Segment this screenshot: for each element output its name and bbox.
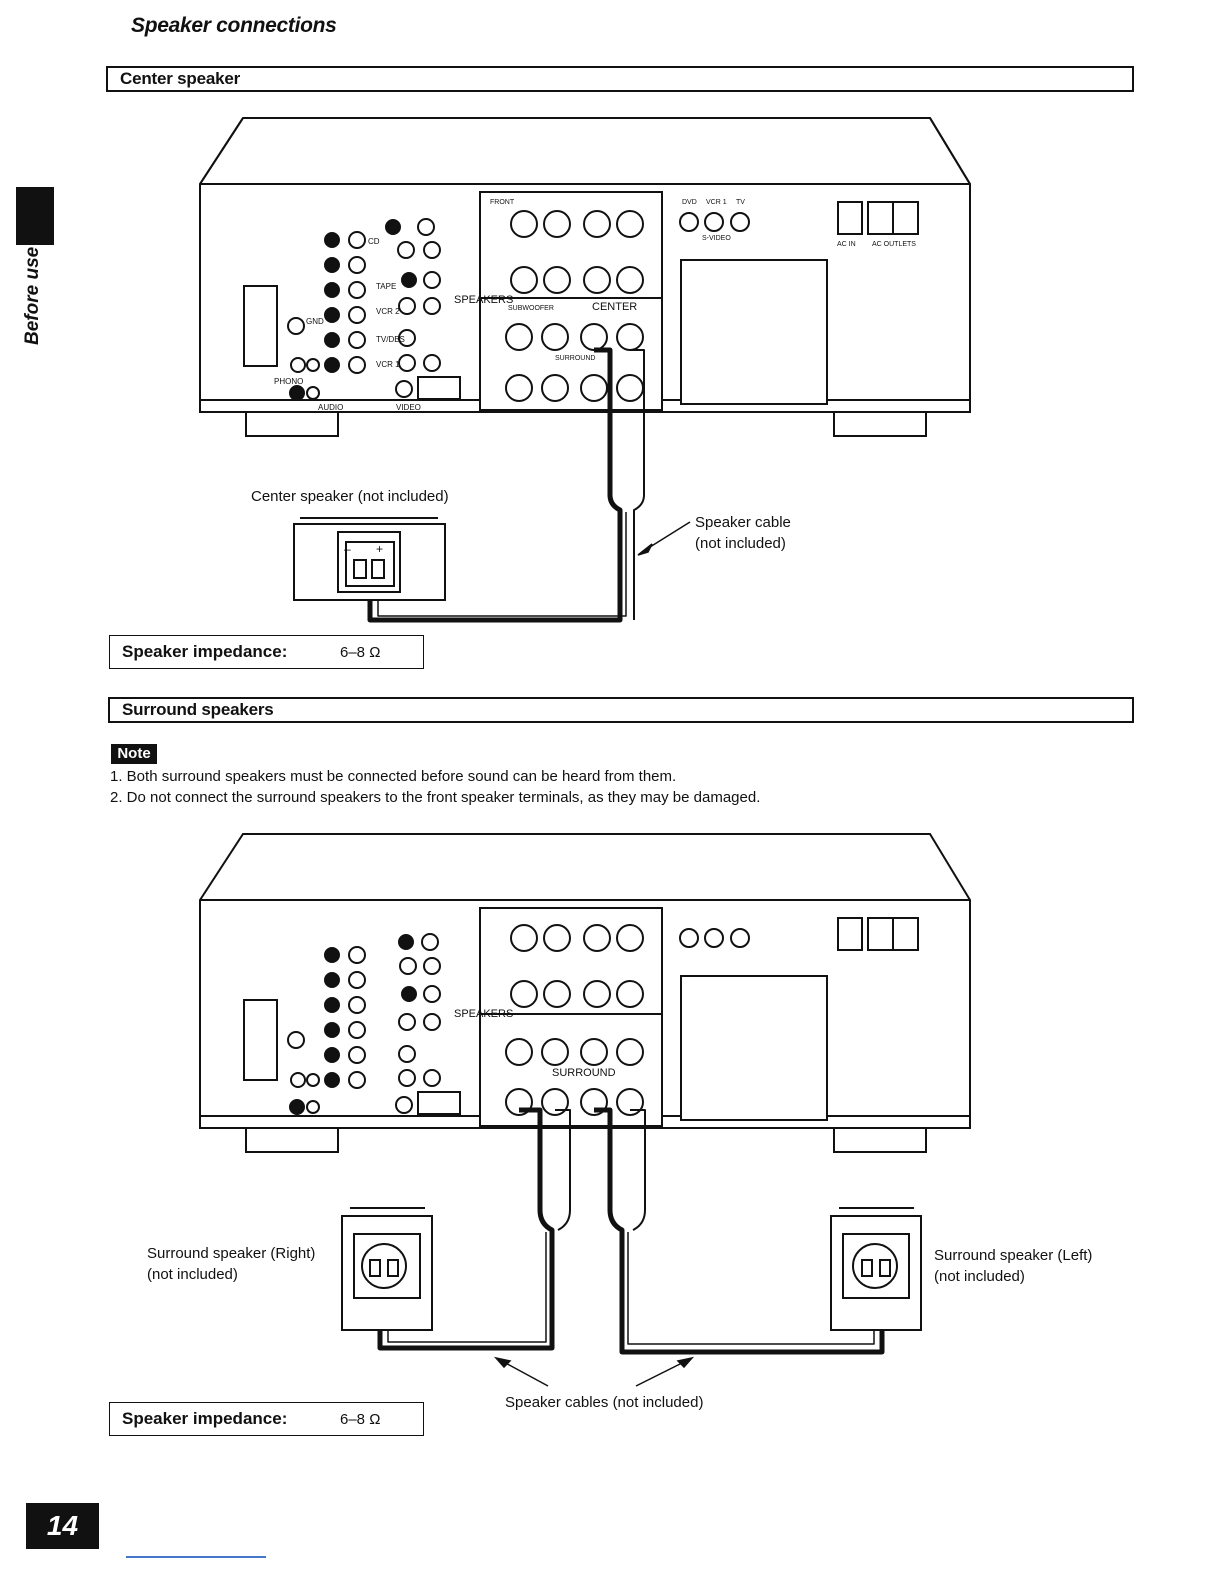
- caption-line: (not included): [934, 1268, 1025, 1285]
- label-tape: TAPE: [376, 282, 396, 291]
- svideo-jacks: [679, 928, 750, 948]
- footer-line: [126, 1556, 266, 1558]
- label-ac-in: AC IN: [837, 241, 856, 248]
- ventilation-panel: [680, 975, 828, 1121]
- surround-speaker-diagram: SPEAKERS SURROUND: [199, 833, 971, 1387]
- section-header-center: Center speaker: [106, 66, 1134, 92]
- antenna-terminal: [243, 285, 278, 367]
- page-heading: Speaker connections: [131, 14, 337, 37]
- impedance-label: Speaker impedance:: [122, 642, 288, 661]
- note-badge: Note: [111, 744, 157, 764]
- side-tab-marker: [16, 187, 54, 245]
- note-item: 1. Both surround speakers must be connec…: [110, 768, 677, 785]
- label-vcr2: VCR 2: [376, 307, 400, 316]
- surround-speaker-right: [341, 1207, 433, 1331]
- section-header-surround: Surround speakers: [108, 697, 1134, 723]
- impedance-value: 6–8 Ω: [340, 643, 381, 661]
- center-speaker-diagram: CD TAPE VCR 2 TV/DBS VCR 1 PHONO GND AUD…: [199, 117, 971, 623]
- label-gnd: GND: [306, 317, 324, 326]
- label-svideo: S-VIDEO: [702, 235, 731, 242]
- speaker-terminal-block: [479, 191, 663, 411]
- cable-pointer-arrow: [637, 521, 691, 556]
- label-vcr1-jack: VCR 1: [376, 360, 400, 369]
- label-front: FRONT: [490, 199, 515, 206]
- label-cd: CD: [368, 237, 380, 246]
- surround-right-caption: Surround speaker (Right) (not included): [147, 1243, 315, 1285]
- ac-outlets: [837, 201, 919, 235]
- impedance-value: 6–8 Ω: [340, 1410, 381, 1428]
- terminal-plus-label: +: [376, 542, 383, 556]
- note-item: 2. Do not connect the surround speakers …: [110, 789, 761, 806]
- rca-jack-group: [287, 218, 461, 401]
- label-ac-outlets: AC OUTLETS: [872, 241, 916, 248]
- speaker-cables-caption: Speaker cables (not included): [505, 1394, 704, 1411]
- surround-speaker-left: [830, 1207, 922, 1331]
- speaker-cable-caption: Speaker cable (not included): [695, 512, 791, 554]
- center-speaker: [293, 517, 446, 601]
- ac-outlets: [837, 917, 919, 951]
- center-speaker-caption: Center speaker (not included): [251, 488, 449, 505]
- antenna-terminal: [243, 999, 278, 1081]
- label-phono: PHONO: [274, 377, 303, 386]
- terminal-minus-label: –: [344, 542, 351, 556]
- label-subwoofer: SUBWOOFER: [508, 305, 554, 312]
- caption-line: Surround speaker (Left): [934, 1247, 1093, 1264]
- ventilation-panel: [680, 259, 828, 405]
- svideo-jacks: [679, 212, 750, 232]
- surround-left-caption: Surround speaker (Left) (not included): [934, 1245, 1092, 1287]
- page-number: 14: [26, 1503, 99, 1549]
- caption-line: Speaker cable: [695, 514, 791, 531]
- speaker-terminal-block: [479, 907, 663, 1127]
- caption-line: (not included): [695, 535, 786, 552]
- rca-jack-group: [287, 933, 461, 1115]
- label-speakers: SPEAKERS: [454, 294, 513, 306]
- impedance-label: Speaker impedance:: [122, 1409, 288, 1428]
- impedance-box-center: Speaker impedance: 6–8 Ω: [109, 635, 424, 669]
- label-dvd: DVD: [682, 199, 697, 206]
- section-title: Surround speakers: [122, 700, 274, 719]
- label-audio: AUDIO: [318, 403, 343, 412]
- label-surround: SURROUND: [555, 355, 595, 362]
- label-tvdbs: TV/DBS: [376, 335, 405, 344]
- cables-pointer-arrows: [493, 1356, 695, 1387]
- section-title: Center speaker: [120, 69, 241, 88]
- label-center: CENTER: [592, 301, 637, 313]
- caption-line: Surround speaker (Right): [147, 1245, 316, 1262]
- label-speakers: SPEAKERS: [454, 1008, 513, 1020]
- caption-line: (not included): [147, 1266, 238, 1283]
- label-tv: TV: [736, 199, 745, 206]
- label-surround: SURROUND: [552, 1067, 616, 1079]
- label-video: VIDEO: [396, 403, 421, 412]
- label-vcr1: VCR 1: [706, 199, 727, 206]
- impedance-box-surround: Speaker impedance: 6–8 Ω: [109, 1402, 424, 1436]
